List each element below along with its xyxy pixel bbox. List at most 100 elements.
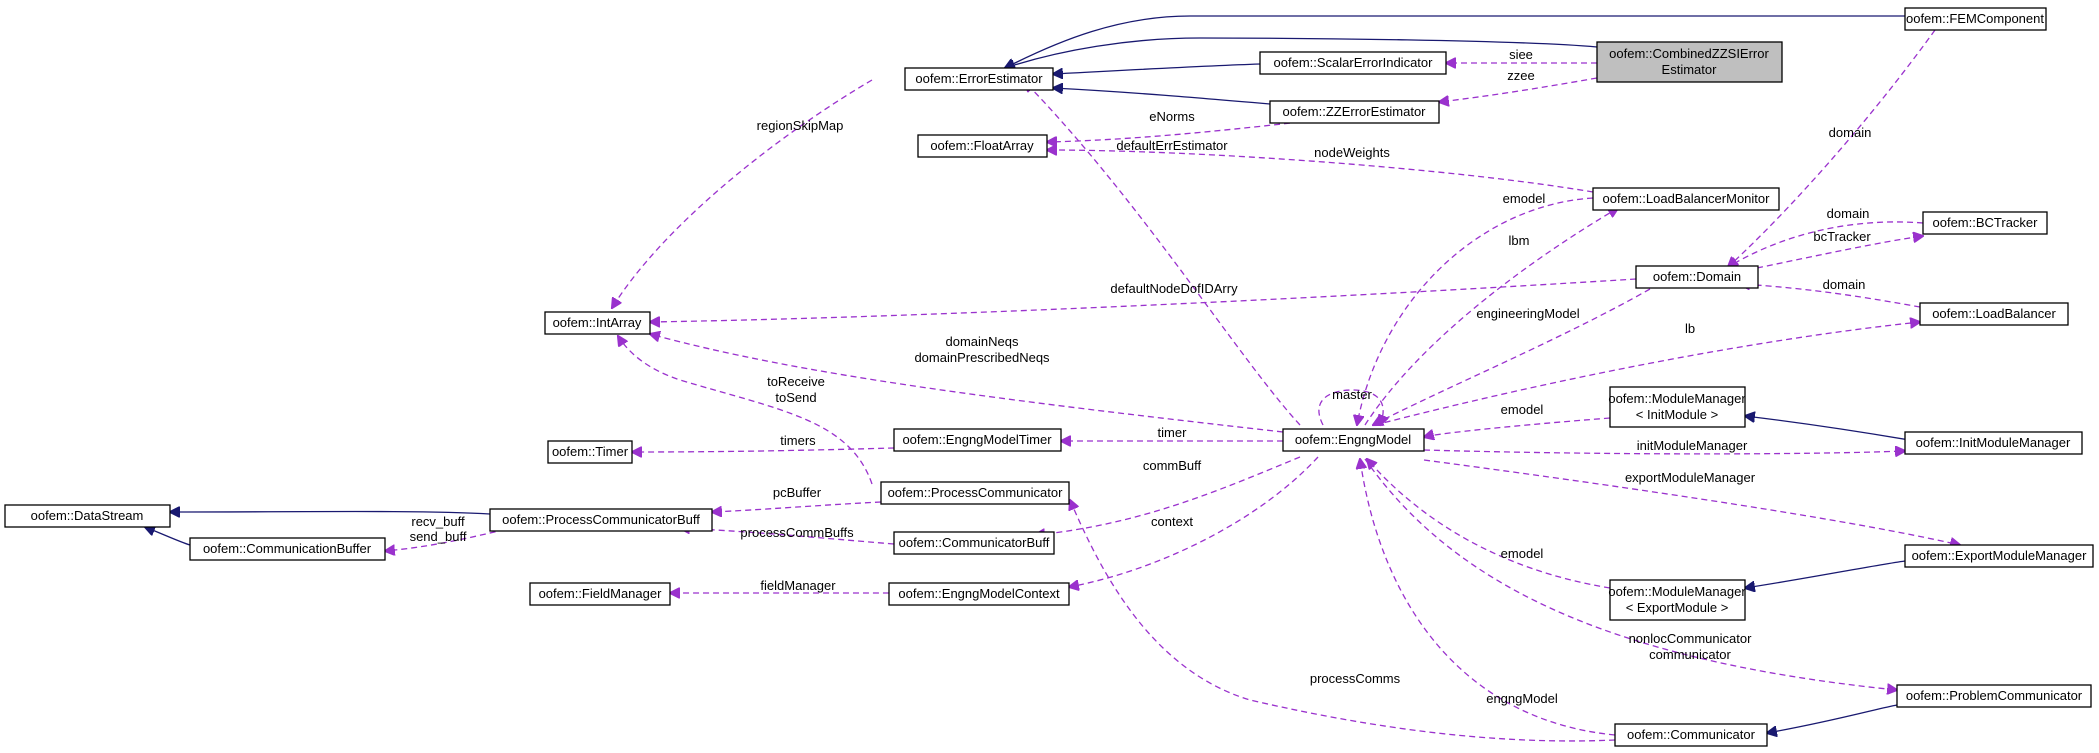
node-modulemanager-initmodule[interactable]: oofem::ModuleManager < InitModule >: [1608, 386, 1746, 428]
edge-emodel-lbm: [1357, 197, 1594, 425]
edge-label-domainneqs: domainNeqs: [946, 334, 1019, 349]
edge-label-domain-fem: domain: [1829, 125, 1872, 140]
edge-label-timer: timer: [1158, 425, 1188, 440]
edge-label-nodeweights: nodeWeights: [1314, 145, 1390, 160]
edge-label-recv-buff: recv_buff: [411, 514, 465, 529]
node-floatarray[interactable]: oofem::FloatArray: [917, 134, 1048, 158]
node-communicationbuffer[interactable]: oofem::CommunicationBuffer: [189, 537, 386, 561]
svg-text:oofem::ProcessCommunicator: oofem::ProcessCommunicator: [888, 485, 1064, 500]
edge-datastream-commbuffer: [145, 527, 191, 546]
edge-label-lbm: lbm: [1509, 233, 1530, 248]
edge-lbm: [1364, 208, 1618, 426]
node-exportmodulemanager[interactable]: oofem::ExportModuleManager: [1904, 544, 2094, 568]
edge-label-exportmodulemanager: exportModuleManager: [1625, 470, 1756, 485]
edge-label-master: master: [1332, 387, 1372, 402]
edge-bctracker: [1756, 236, 1923, 269]
svg-text:oofem::CombinedZZSIError: oofem::CombinedZZSIError: [1609, 46, 1769, 61]
edge-nodeweights: [1047, 150, 1594, 193]
node-zzerrorestimator[interactable]: oofem::ZZErrorEstimator: [1269, 100, 1440, 124]
edge-label-processcomms: processComms: [1310, 671, 1401, 686]
edge-errorestimator-femcomponent: [1005, 15, 1905, 68]
svg-text:oofem::EngngModel: oofem::EngngModel: [1295, 432, 1411, 447]
edge-label-enorms: eNorms: [1149, 109, 1195, 124]
node-loadbalancermonitor[interactable]: oofem::LoadBalancerMonitor: [1592, 187, 1780, 211]
node-processcommunicator[interactable]: oofem::ProcessCommunicator: [880, 481, 1070, 505]
edge-initmodulemanager: [1423, 450, 1905, 454]
edge-label-pcbuffer: pcBuffer: [773, 485, 822, 500]
edge-label-bctracker: bcTracker: [1813, 229, 1871, 244]
svg-text:oofem::ModuleManager: oofem::ModuleManager: [1608, 391, 1746, 406]
svg-text:oofem::EngngModelContext: oofem::EngngModelContext: [898, 586, 1060, 601]
node-communicator[interactable]: oofem::Communicator: [1614, 723, 1768, 747]
edge-engineeringmodel: [1373, 288, 1651, 425]
edge-commbuff: [1035, 456, 1301, 535]
svg-text:oofem::FEMComponent: oofem::FEMComponent: [1906, 11, 2044, 26]
edge-exportmodulemanager: [1423, 459, 1960, 545]
edge-errorestimator-zz: [1053, 88, 1271, 105]
edge-label-communicator: communicator: [1649, 647, 1731, 662]
node-modulemanager-exportmodule[interactable]: oofem::ModuleManager < ExportModule >: [1608, 579, 1746, 621]
edge-label-context: context: [1151, 514, 1193, 529]
svg-text:oofem::ModuleManager: oofem::ModuleManager: [1608, 584, 1746, 599]
svg-text:oofem::ScalarErrorIndicator: oofem::ScalarErrorIndicator: [1274, 55, 1434, 70]
edge-label-defaulterrestimator: defaultErrEstimator: [1116, 138, 1228, 153]
edge-errorestimator-scalar: [1053, 63, 1261, 74]
node-loadbalancer[interactable]: oofem::LoadBalancer: [1919, 302, 2069, 326]
node-scalarerrorindicator[interactable]: oofem::ScalarErrorIndicator: [1259, 51, 1447, 75]
edge-datastream-pcbuff: [170, 512, 491, 515]
svg-text:oofem::ErrorEstimator: oofem::ErrorEstimator: [915, 71, 1043, 86]
edge-nonloccommunicator: [1364, 458, 1897, 690]
svg-text:oofem::Timer: oofem::Timer: [552, 444, 629, 459]
node-communicatorbuff[interactable]: oofem::CommunicatorBuff: [893, 531, 1055, 555]
node-bctracker[interactable]: oofem::BCTracker: [1922, 211, 2048, 235]
edge-defaulterrestimator: [1025, 82, 1301, 426]
node-engngmodeltimer[interactable]: oofem::EngngModelTimer: [893, 428, 1062, 452]
node-engngmodel[interactable]: oofem::EngngModel: [1282, 428, 1425, 452]
svg-text:oofem::InitModuleManager: oofem::InitModuleManager: [1916, 435, 2071, 450]
edge-lb: [1374, 322, 1920, 426]
node-intarray[interactable]: oofem::IntArray: [544, 311, 651, 335]
svg-text:oofem::LoadBalancer: oofem::LoadBalancer: [1932, 306, 2056, 321]
edge-label-domainprescribedneqs: domainPrescribedNeqs: [914, 350, 1050, 365]
edge-label-engngmodel: engngModel: [1486, 691, 1558, 706]
edge-domain-loadbalancer: [1740, 284, 1921, 308]
edge-timers: [632, 448, 895, 452]
svg-text:oofem::BCTracker: oofem::BCTracker: [1933, 215, 2039, 230]
node-femcomponent[interactable]: oofem::FEMComponent: [1904, 7, 2047, 31]
svg-text:oofem::Communicator: oofem::Communicator: [1627, 727, 1756, 742]
edge-zzee: [1439, 77, 1598, 102]
node-datastream[interactable]: oofem::DataStream: [4, 504, 171, 528]
edge-label-timers: timers: [780, 433, 816, 448]
edge-label-zzee: zzee: [1507, 68, 1534, 83]
node-processcommunicatorbuff[interactable]: oofem::ProcessCommunicatorBuff: [489, 508, 713, 532]
node-combined-zzsi-error-estimator[interactable]: oofem::CombinedZZSIError Estimator: [1596, 41, 1783, 83]
edge-label-emodel-lbm: emodel: [1503, 191, 1546, 206]
edge-domainneqs: [650, 334, 1284, 433]
node-timer[interactable]: oofem::Timer: [547, 440, 633, 464]
edge-label-siee: siee: [1509, 47, 1533, 62]
edge-label-tosend: toSend: [775, 390, 816, 405]
edge-tosend: [618, 336, 873, 485]
node-initmodulemanager[interactable]: oofem::InitModuleManager: [1904, 431, 2083, 455]
svg-text:< InitModule >: < InitModule >: [1636, 407, 1718, 422]
node-domain[interactable]: oofem::Domain: [1635, 265, 1759, 289]
edge-domain-bctracker: [1728, 221, 1924, 267]
edge-defaultnodedofidarry: [650, 278, 1637, 322]
edge-label-domain-bctracker: domain: [1827, 206, 1870, 221]
node-problemcommunicator[interactable]: oofem::ProblemCommunicator: [1896, 684, 2092, 708]
edge-label-engineeringmodel: engineeringModel: [1476, 306, 1579, 321]
node-errorestimator[interactable]: oofem::ErrorEstimator: [904, 67, 1054, 91]
edge-label-nonloccommunicator: nonlocCommunicator: [1629, 631, 1753, 646]
edge-label-initmodulemanager: initModuleManager: [1637, 438, 1748, 453]
svg-text:Estimator: Estimator: [1662, 62, 1718, 77]
edge-pcbuffer: [712, 501, 882, 512]
edge-engngmodel-communicator: [1360, 459, 1616, 736]
svg-text:oofem::CommunicatorBuff: oofem::CommunicatorBuff: [899, 535, 1050, 550]
svg-text:< ExportModule >: < ExportModule >: [1626, 600, 1729, 615]
edge-label-emodel-mmexport: emodel: [1501, 546, 1544, 561]
node-fieldmanager[interactable]: oofem::FieldManager: [529, 582, 671, 606]
edge-label-emodel-mminit: emodel: [1501, 402, 1544, 417]
svg-text:oofem::EngngModelTimer: oofem::EngngModelTimer: [902, 432, 1052, 447]
node-engngmodelcontext[interactable]: oofem::EngngModelContext: [888, 582, 1070, 606]
svg-text:oofem::FloatArray: oofem::FloatArray: [930, 138, 1034, 153]
